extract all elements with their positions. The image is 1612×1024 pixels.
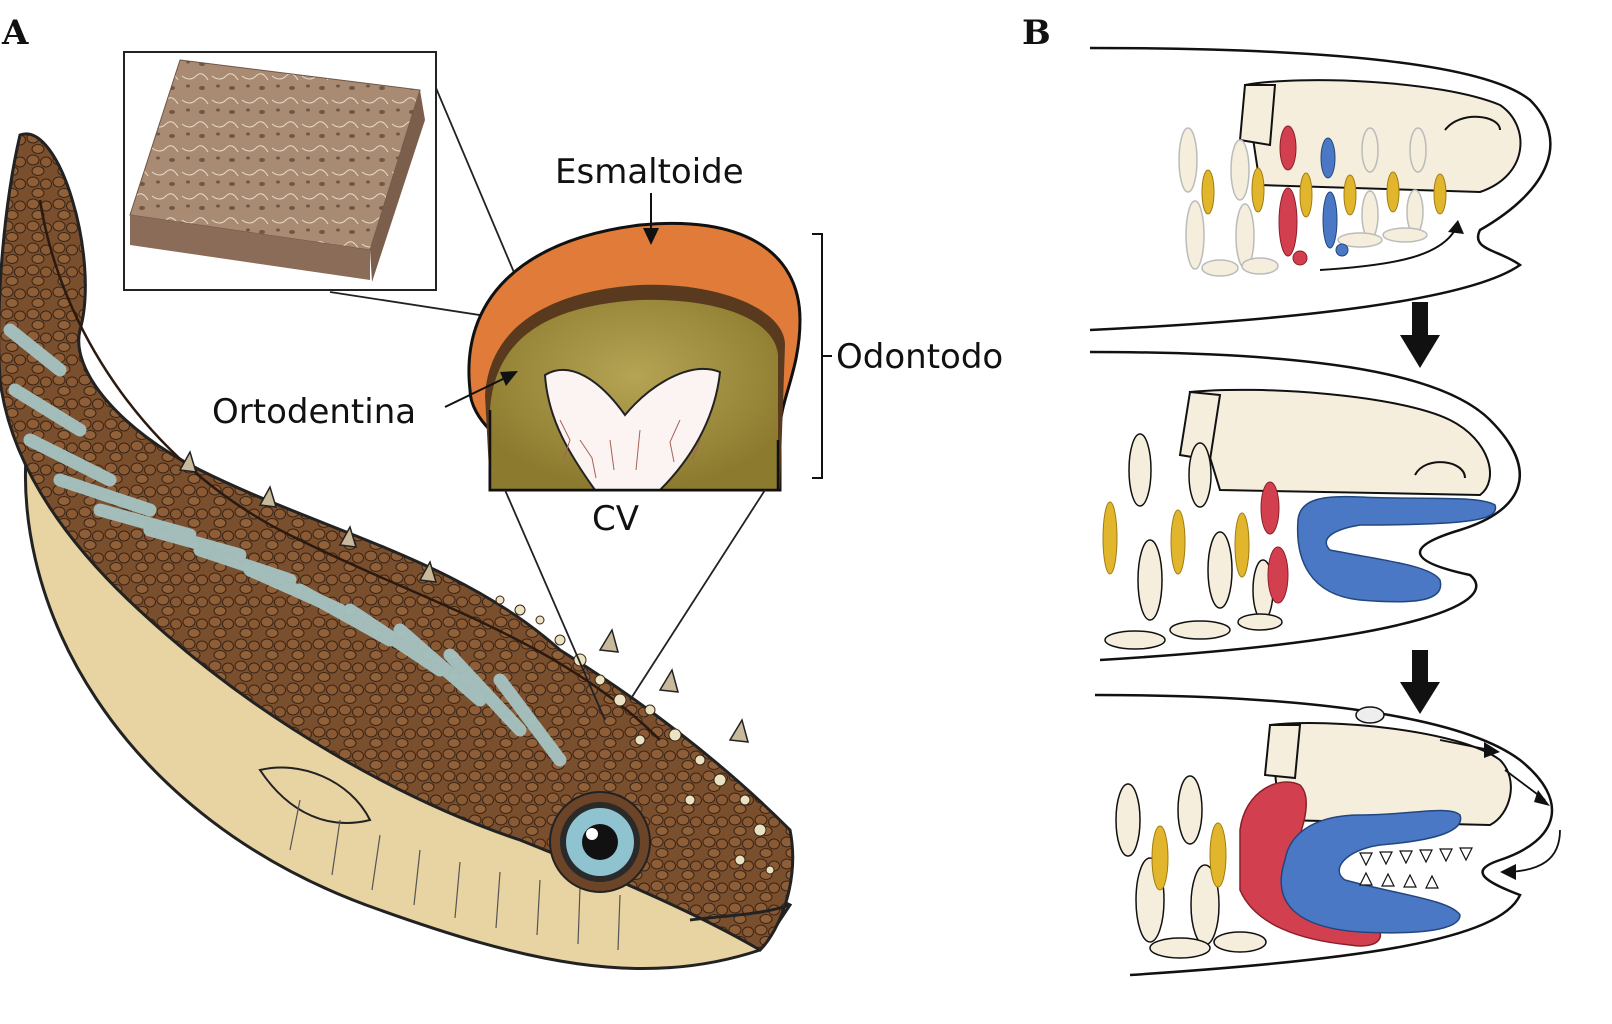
panel-label-b: B — [1022, 13, 1051, 53]
zoom-lines — [504, 489, 766, 721]
label-esmaltoide: Esmaltoide — [555, 152, 744, 192]
odontode-section — [467, 221, 802, 492]
lateral-line — [38, 199, 661, 741]
label-odontodo: Odontodo — [836, 337, 1003, 377]
stage-1-head-outline — [1089, 46, 1552, 332]
fish-illustration — [0, 132, 795, 970]
fish-mouth — [689, 903, 791, 922]
belly-grooves — [289, 799, 621, 951]
fish-eye — [549, 791, 651, 893]
panel-label-a: A — [1, 13, 29, 53]
stage-arrow-2 — [1400, 650, 1440, 714]
orthodentine-layer — [490, 299, 778, 490]
fish-stripes — [3, 323, 567, 767]
dorsal-spines — [178, 450, 750, 743]
esmaltoide-arrowhead — [643, 228, 659, 245]
label-ortodentina: Ortodentina — [212, 392, 416, 432]
stage-arrow-1 — [1400, 302, 1440, 368]
jaw-stage-2 — [1089, 350, 1521, 662]
vascular-branches — [559, 419, 701, 479]
pectoral-fin — [258, 766, 372, 824]
odontodo-bracket — [812, 233, 823, 479]
tissue-slab — [129, 59, 425, 282]
stage-2-head-outline — [1089, 350, 1521, 662]
jaw-stage-1 — [1089, 46, 1552, 332]
vascular-canal — [543, 367, 722, 491]
label-cv: CV — [592, 499, 639, 539]
head-tubercles — [495, 595, 775, 875]
jaw-stage-3 — [1094, 693, 1561, 977]
ortodentina-arrow-line — [444, 377, 506, 408]
ortodentina-arrowhead — [500, 371, 518, 386]
